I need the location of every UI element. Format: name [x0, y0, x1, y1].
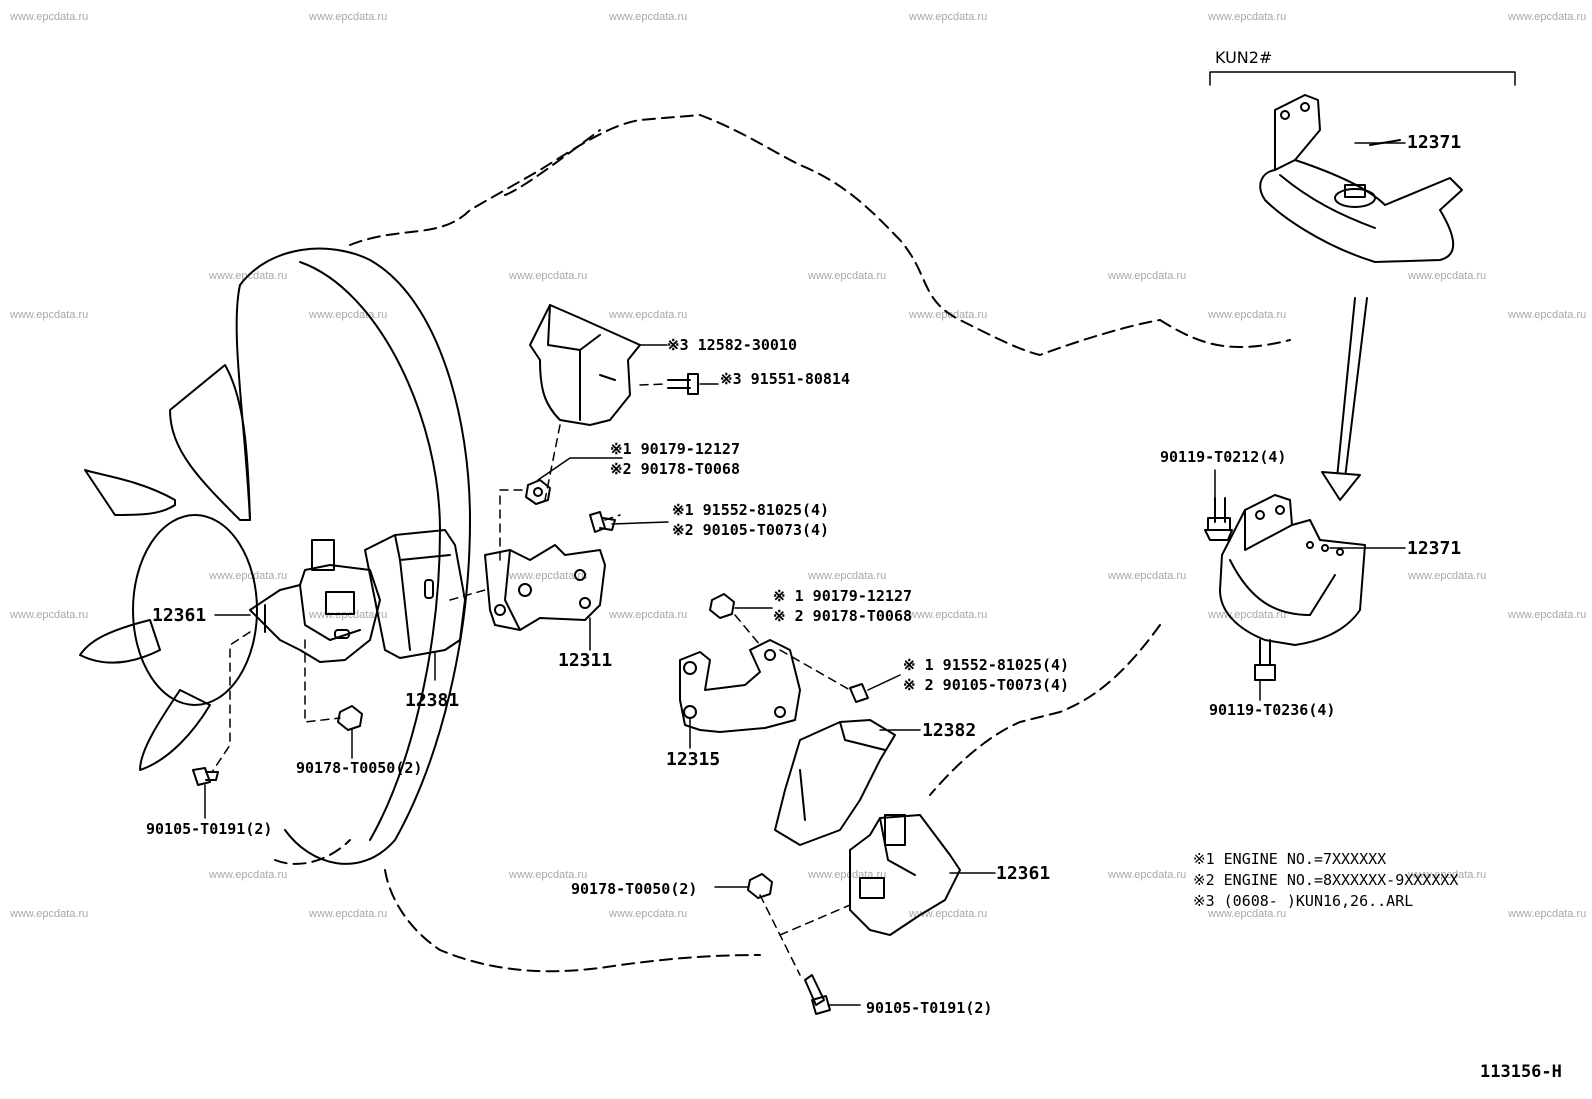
watermark: www.epcdata.ru: [1108, 270, 1187, 282]
watermark: www.epcdata.ru: [1208, 11, 1287, 23]
callout-90178-t0050-right[interactable]: 90178-T0050(2): [571, 880, 698, 898]
part-12361-right: [849, 814, 961, 936]
leader-lines: [204, 142, 1406, 1006]
watermark: www.epcdata.ru: [10, 309, 89, 321]
note-engine-1: ※1 ENGINE NO.=7XXXXXX: [1193, 850, 1387, 868]
part-12381: [364, 529, 466, 659]
bolt-91551-80814: [667, 373, 699, 395]
part-12371-middle: [1219, 494, 1366, 646]
watermark: www.epcdata.ru: [209, 570, 288, 582]
watermark: www.epcdata.ru: [1208, 908, 1287, 920]
callout-12361-right[interactable]: 12361: [996, 863, 1051, 884]
watermark: www.epcdata.ru: [909, 11, 988, 23]
callout-90178-t0050-left[interactable]: 90178-T0050(2): [296, 759, 423, 777]
watermark: www.epcdata.ru: [1408, 270, 1487, 282]
part-12382: [774, 719, 896, 846]
engine-block-outline: [349, 114, 1291, 973]
watermark: www.epcdata.ru: [10, 908, 89, 920]
bolt-90105-t0191-right: [804, 974, 831, 1015]
assembly-lines: [211, 383, 851, 976]
callout-90178-t0068-lower[interactable]: ※ 2 90178-T0068: [773, 607, 912, 625]
watermark: www.epcdata.ru: [909, 609, 988, 621]
watermark: www.epcdata.ru: [808, 270, 887, 282]
watermark: www.epcdata.ru: [10, 11, 89, 23]
callout-12311[interactable]: 12311: [558, 650, 613, 671]
nut-90178-t0050-right: [747, 873, 773, 899]
part-12582-30010: [529, 304, 641, 426]
bolt-90105-t0191-left: [192, 767, 219, 786]
callout-90105-t0191-right[interactable]: 90105-T0191(2): [866, 999, 993, 1017]
nut-90178-t0050-left: [337, 705, 363, 731]
callout-12361-left[interactable]: 12361: [152, 605, 207, 626]
note-variant-3: ※3 (0608- )KUN16,26..ARL: [1193, 892, 1414, 910]
callout-12381[interactable]: 12381: [405, 690, 460, 711]
watermark: www.epcdata.ru: [1508, 11, 1587, 23]
callout-12582-30010[interactable]: ※3 12582-30010: [667, 336, 797, 354]
watermark: www.epcdata.ru: [609, 309, 688, 321]
nut-90179-12127-upper: [525, 479, 551, 505]
watermark: www.epcdata.ru: [1408, 869, 1487, 881]
callout-90179-12127-lower[interactable]: ※ 1 90179-12127: [773, 587, 912, 605]
part-12361-left: [249, 539, 381, 663]
callout-90119-t0236[interactable]: 90119-T0236(4): [1209, 701, 1336, 719]
callout-91551-80814[interactable]: ※3 91551-80814: [720, 370, 850, 388]
watermark: www.epcdata.ru: [509, 869, 588, 881]
watermark: www.epcdata.ru: [609, 609, 688, 621]
callout-12315[interactable]: 12315: [666, 749, 721, 770]
note-engine-2: ※2 ENGINE NO.=8XXXXXX-9XXXXXX: [1193, 871, 1459, 889]
callout-91552-81025-upper[interactable]: ※1 91552-81025(4): [672, 501, 830, 519]
callout-90105-t0073-lower[interactable]: ※ 2 90105-T0073(4): [903, 676, 1070, 694]
part-12371-top: [1259, 94, 1463, 263]
watermark: www.epcdata.ru: [1108, 570, 1187, 582]
bolt-91552-81025-lower: [849, 683, 869, 703]
callout-90105-t0073-upper[interactable]: ※2 90105-T0073(4): [672, 521, 830, 539]
bolt-90119-t0212: [1204, 497, 1233, 541]
watermark: www.epcdata.ru: [609, 11, 688, 23]
watermark: www.epcdata.ru: [1508, 908, 1587, 920]
callout-90178-t0068-upper[interactable]: ※2 90178-T0068: [610, 460, 740, 478]
view-arrow: [1321, 297, 1368, 501]
watermark: www.epcdata.ru: [1508, 609, 1587, 621]
watermark: www.epcdata.ru: [209, 869, 288, 881]
callout-90119-t0212[interactable]: 90119-T0212(4): [1160, 448, 1287, 466]
watermark: www.epcdata.ru: [509, 570, 588, 582]
watermark: www.epcdata.ru: [309, 309, 388, 321]
variant-label: KUN2#: [1215, 48, 1273, 67]
nut-90179-12127-lower: [709, 593, 735, 619]
watermark: www.epcdata.ru: [1208, 309, 1287, 321]
callout-90179-12127-upper[interactable]: ※1 90179-12127: [610, 440, 740, 458]
watermark: www.epcdata.ru: [509, 270, 588, 282]
watermark: www.epcdata.ru: [808, 570, 887, 582]
part-12311: [484, 544, 606, 631]
watermark: www.epcdata.ru: [1508, 309, 1587, 321]
variant-bracket-lines: [1209, 71, 1516, 86]
callout-12371-top[interactable]: 12371: [1407, 132, 1462, 153]
watermark: www.epcdata.ru: [1408, 570, 1487, 582]
callout-12382[interactable]: 12382: [922, 720, 977, 741]
watermark: www.epcdata.ru: [909, 309, 988, 321]
bolt-90119-t0236: [1254, 639, 1276, 681]
watermark: www.epcdata.ru: [10, 609, 89, 621]
watermark: www.epcdata.ru: [309, 908, 388, 920]
fan-blades: [79, 364, 258, 771]
callout-12371-middle[interactable]: 12371: [1407, 538, 1462, 559]
watermark: www.epcdata.ru: [609, 908, 688, 920]
callout-91552-81025-lower[interactable]: ※ 1 91552-81025(4): [903, 656, 1070, 674]
watermark: www.epcdata.ru: [1108, 869, 1187, 881]
callout-90105-t0191-left[interactable]: 90105-T0191(2): [146, 820, 273, 838]
watermark: www.epcdata.ru: [309, 11, 388, 23]
bolt-91552-81025-upper: [589, 511, 616, 533]
figure-reference: 113156-H: [1480, 1062, 1562, 1082]
part-12315: [679, 639, 801, 733]
